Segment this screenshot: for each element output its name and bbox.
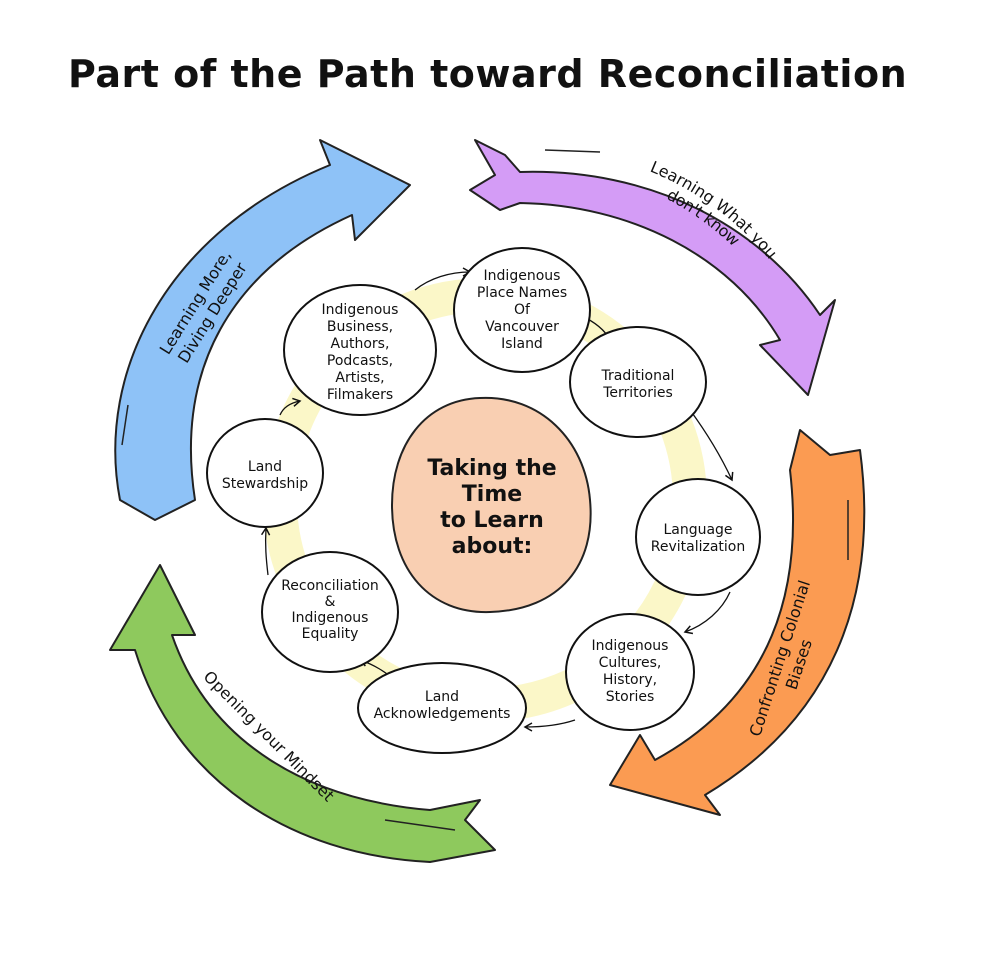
node-line: Island xyxy=(501,336,543,352)
center-line-4: about: xyxy=(452,534,533,559)
node-traditional-territories: Traditional Territories xyxy=(569,326,707,438)
node-line: Territories xyxy=(602,385,673,401)
node-indigenous-place-names: Indigenous Place Names Of Vancouver Isla… xyxy=(453,247,591,373)
page-title: Part of the Path toward Reconciliation xyxy=(68,52,908,96)
center-line-2: Time xyxy=(462,482,522,507)
node-line: Business, xyxy=(327,319,393,335)
node-line: & xyxy=(325,594,336,610)
node-line: Equality xyxy=(302,626,359,642)
arrow-confronting-colonial-biases xyxy=(609,429,866,816)
center-line-3: to Learn xyxy=(440,508,544,533)
node-line: Stories xyxy=(606,689,655,705)
node-line: Reconciliation xyxy=(281,578,379,594)
node-line: Indigenous xyxy=(484,268,561,284)
node-line: Acknowledgements xyxy=(374,706,511,722)
node-line: Podcasts, xyxy=(327,353,393,369)
node-line: Indigenous xyxy=(592,638,669,654)
center-line-1: Taking the xyxy=(427,456,556,481)
node-language-revitalization: Language Revitalization xyxy=(635,478,761,596)
node-line: Cultures, xyxy=(599,655,662,671)
node-land-acknowledgements: Land Acknowledgements xyxy=(357,662,527,754)
arrow-learning-more-diving-deeper xyxy=(114,139,411,521)
node-line: Of xyxy=(514,302,531,318)
node-line: Artists, xyxy=(335,370,384,386)
node-line: Place Names xyxy=(477,285,567,301)
node-line: Filmakers xyxy=(327,387,393,403)
node-line: Authors, xyxy=(331,336,390,352)
node-line: Land xyxy=(248,459,282,475)
node-line: Vancouver xyxy=(485,319,559,335)
node-land-stewardship: Land Stewardship xyxy=(206,418,324,528)
node-line: History, xyxy=(603,672,657,688)
node-line: Traditional xyxy=(601,368,675,384)
arrow-opening-your-mindset xyxy=(109,564,496,863)
node-indigenous-cultures: Indigenous Cultures, History, Stories xyxy=(565,613,695,731)
node-line: Land xyxy=(425,689,459,705)
node-reconciliation-equality: Reconciliation & Indigenous Equality xyxy=(261,551,399,673)
node-line: Language xyxy=(663,522,732,538)
node-line: Indigenous xyxy=(292,610,369,626)
center-topic: Taking the Time to Learn about: xyxy=(390,396,592,614)
node-line: Revitalization xyxy=(651,539,745,555)
node-line: Indigenous xyxy=(322,302,399,318)
node-indigenous-business: Indigenous Business, Authors, Podcasts, … xyxy=(283,284,437,416)
node-line: Stewardship xyxy=(222,476,308,492)
